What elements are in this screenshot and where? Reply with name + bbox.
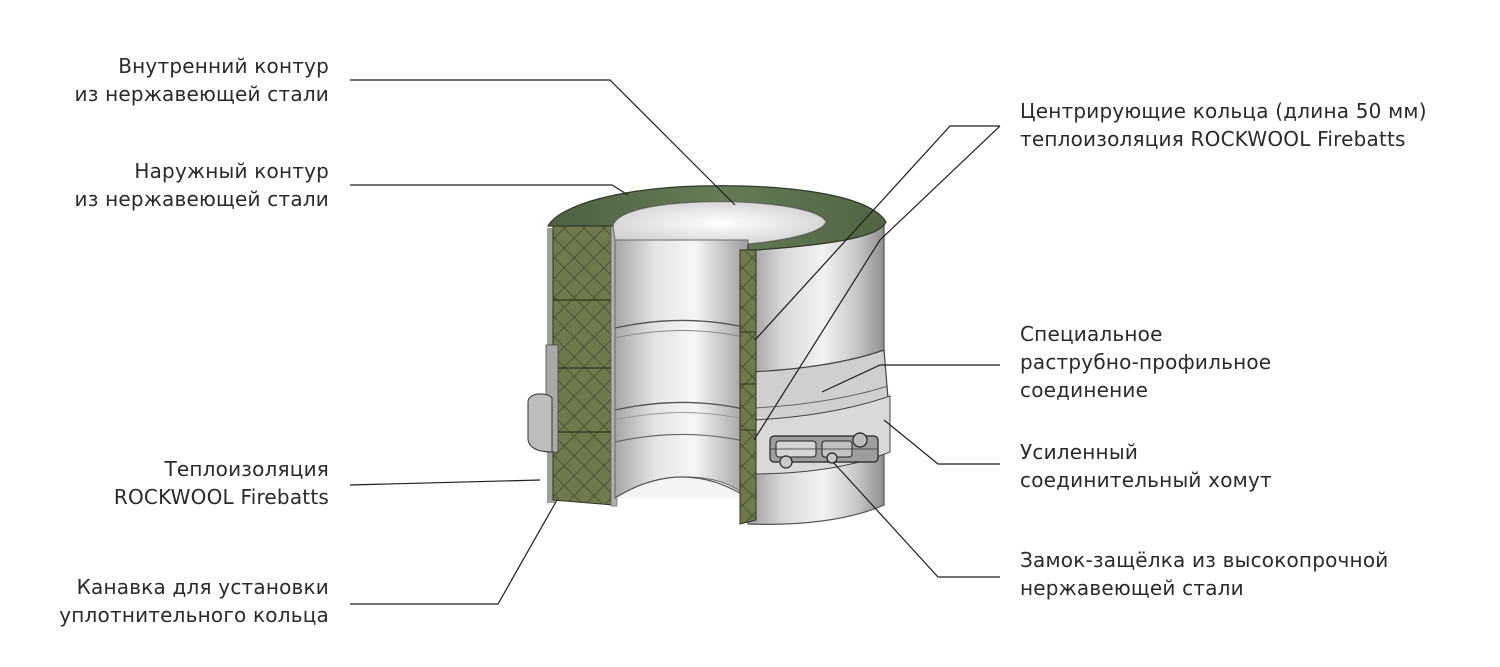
- label-latch: Замок-защёлка из высокопрочной нержавеющ…: [1020, 546, 1388, 602]
- label-special-joint-line2: раструбно-профильное: [1020, 350, 1272, 374]
- leader-joint: [821, 364, 1000, 393]
- leader-rings-2: [753, 125, 1001, 441]
- label-clamp-line1: Усиленный: [1020, 440, 1139, 464]
- label-special-joint-line1: Специальное: [1020, 322, 1163, 346]
- leader-groove: [350, 499, 558, 605]
- leader-latch: [832, 461, 1000, 578]
- label-latch-line1: Замок-защёлка из высокопрочной: [1020, 548, 1389, 572]
- label-insulation-line2: ROCKWOOL Firebatts: [113, 485, 329, 509]
- right-insulation-section: [739, 249, 757, 525]
- latch-mechanism: [769, 432, 879, 469]
- label-centering-rings-line2: теплоизоляция ROCKWOOL Firebatts: [1020, 127, 1406, 151]
- right-cutaway-section: [739, 249, 757, 525]
- label-groove-line2: уплотнительного кольца: [59, 603, 329, 627]
- leader-lines: [349, 79, 1001, 605]
- leader-rings-1: [754, 125, 1000, 341]
- label-special-joint: Специальное раструбно-профильное соедине…: [1020, 320, 1271, 404]
- leader-inner-contour: [350, 79, 736, 206]
- leader-outer-contour: [350, 184, 629, 196]
- outer-shell-right: [747, 221, 891, 525]
- left-cutaway-section: [527, 225, 618, 507]
- label-insulation-line1: Теплоизоляция: [164, 457, 329, 481]
- label-clamp: Усиленный соединительный хомут: [1020, 438, 1272, 494]
- label-insulation: Теплоизоляция ROCKWOOL Firebatts: [114, 455, 329, 511]
- label-latch-line2: нержавеющей стали: [1020, 576, 1244, 600]
- label-outer-contour: Наружный контур из нержавеющей стали: [75, 157, 329, 213]
- label-groove-line1: Канавка для установки: [76, 575, 329, 599]
- label-groove: Канавка для установки уплотнительного ко…: [59, 573, 329, 629]
- label-centering-rings: Центрирующие кольца (длина 50 мм) теплои…: [1020, 97, 1427, 153]
- left-insulation-section: [552, 225, 614, 506]
- label-inner-contour-line1: Внутренний контур: [118, 54, 329, 78]
- label-special-joint-line3: соединение: [1020, 378, 1149, 402]
- label-centering-rings-line1: Центрирующие кольца (длина 50 мм): [1020, 99, 1427, 123]
- label-inner-contour: Внутренний контур из нержавеющей стали: [75, 52, 329, 108]
- label-inner-contour-line2: из нержавеющей стали: [74, 82, 329, 106]
- label-outer-contour-line2: из нержавеющей стали: [74, 187, 329, 211]
- top-annular-face: [546, 185, 887, 251]
- label-outer-contour-line1: Наружный контур: [134, 159, 329, 183]
- leader-insulation: [349, 479, 541, 486]
- label-clamp-line2: соединительный хомут: [1020, 468, 1272, 492]
- inner-pipe: [614, 239, 749, 500]
- leader-clamp: [883, 419, 1000, 465]
